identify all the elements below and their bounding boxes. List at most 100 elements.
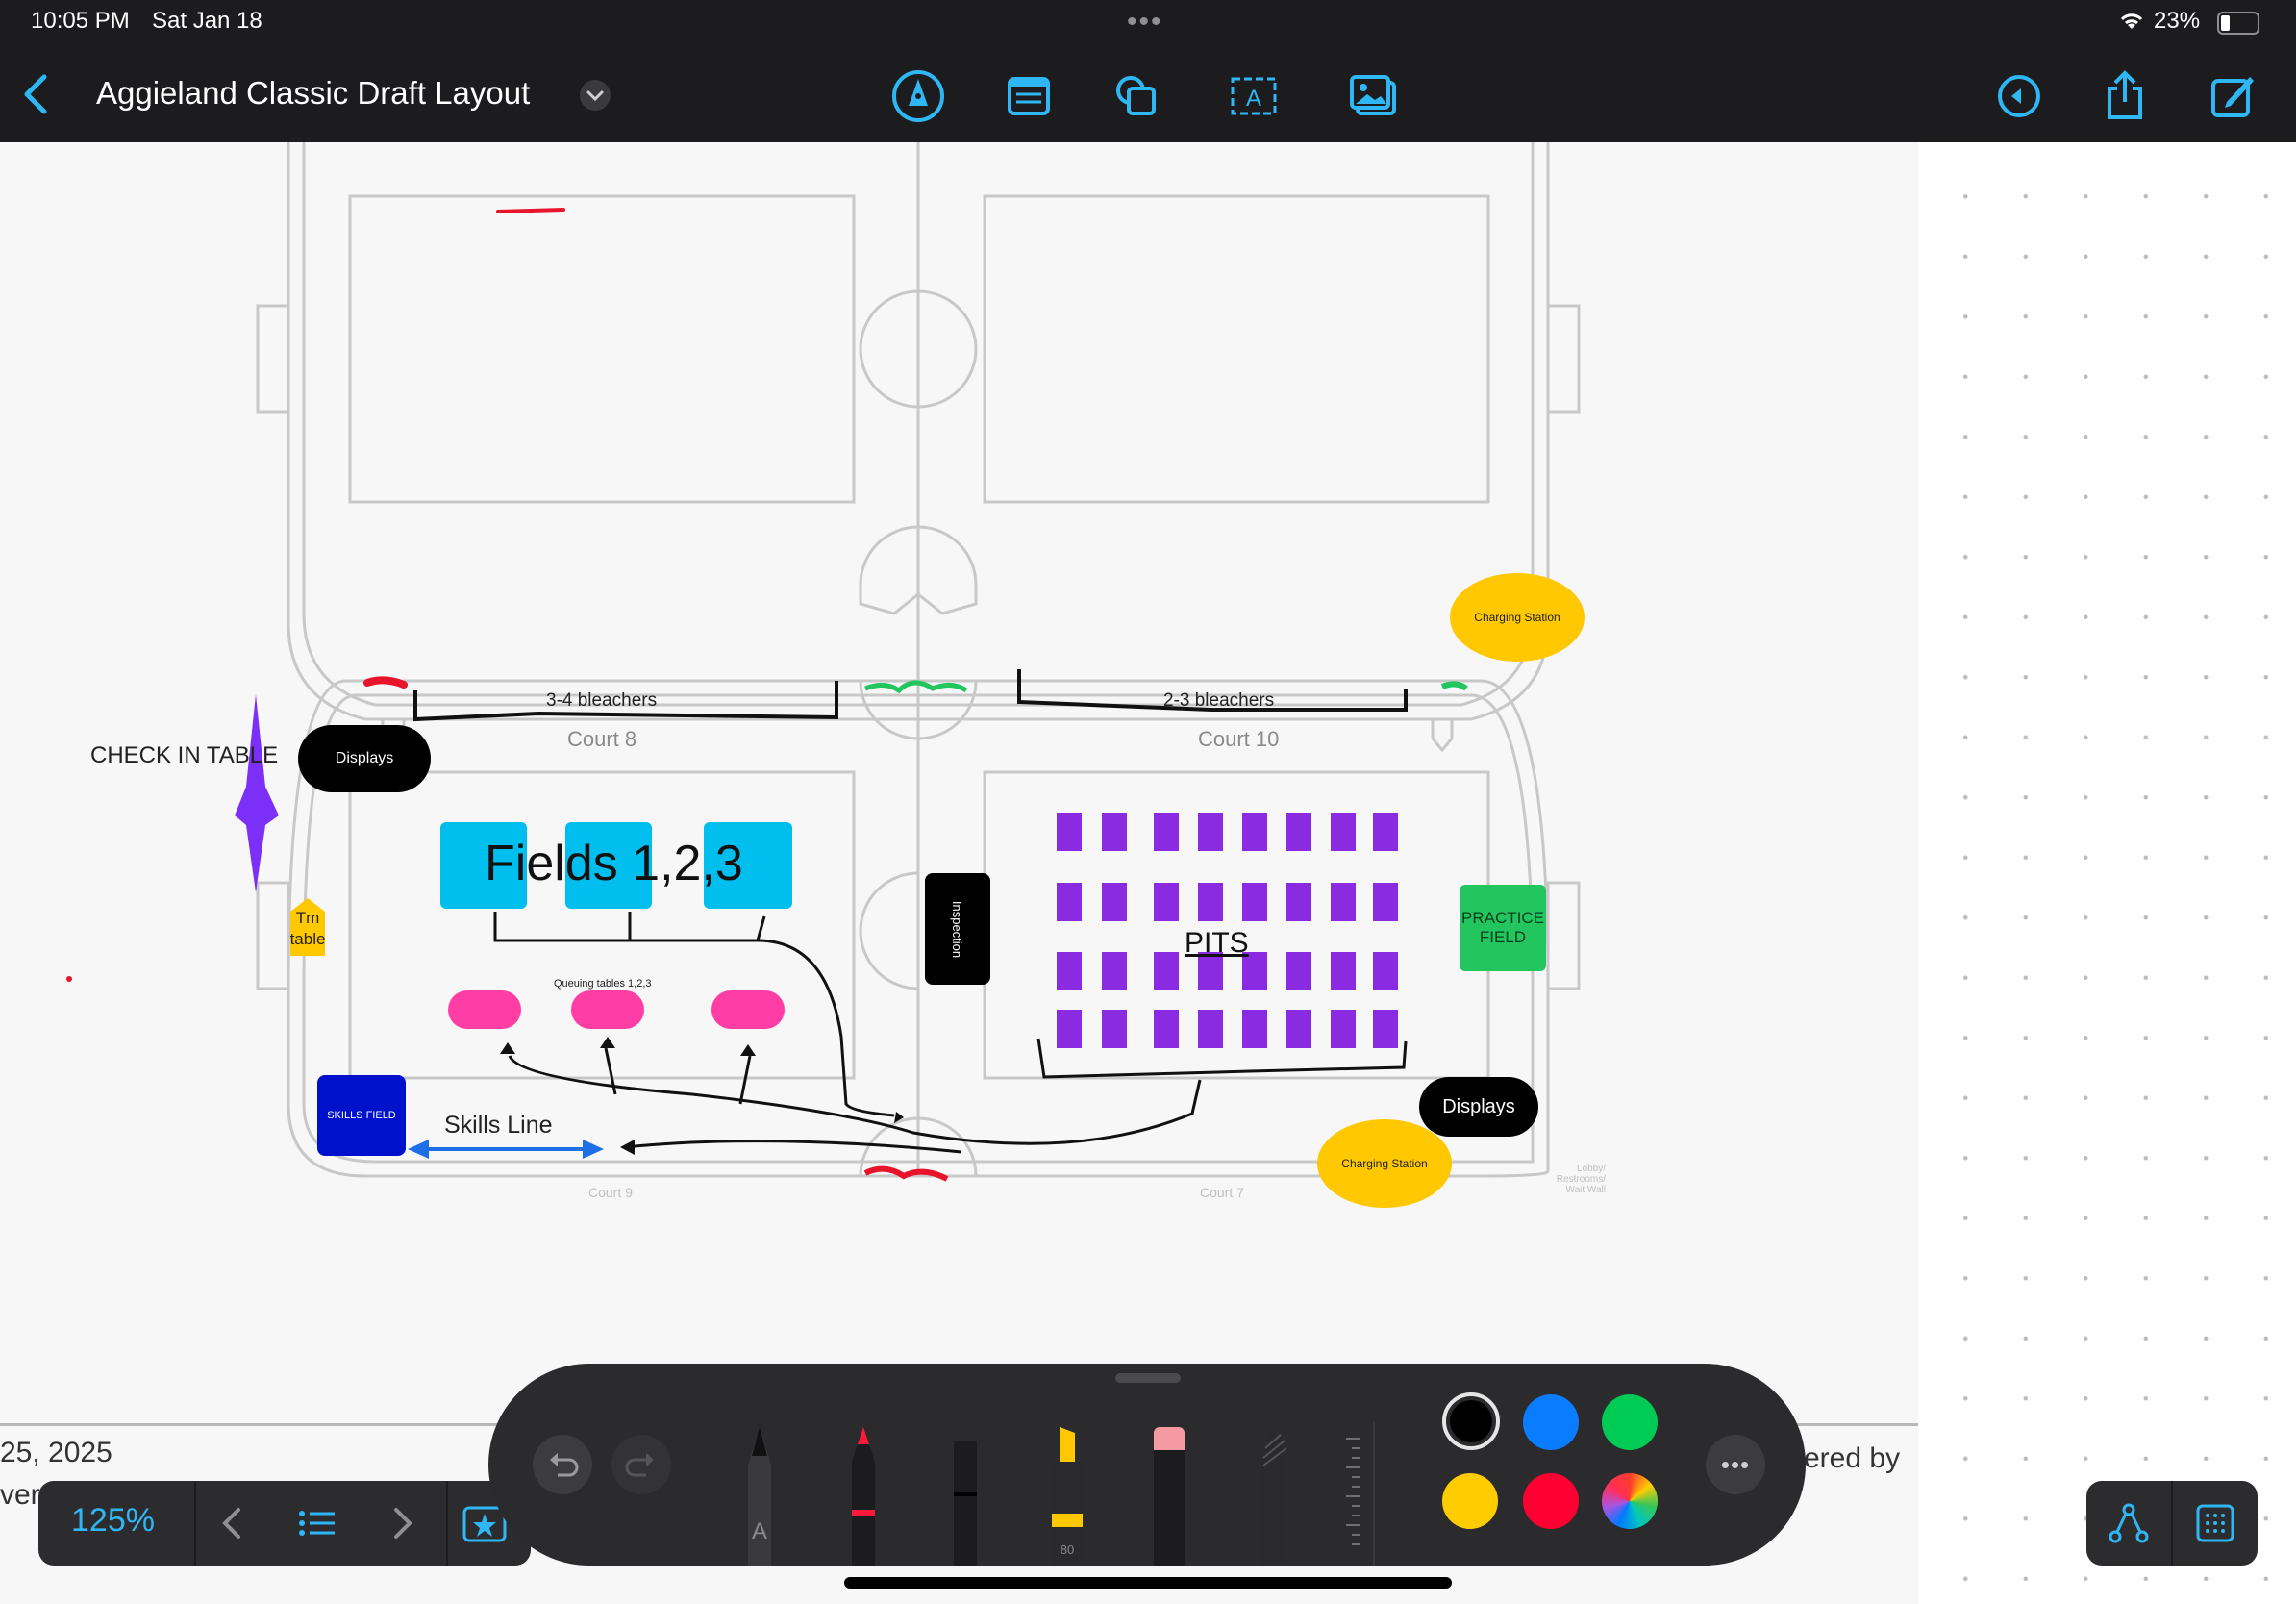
bleachers-right-label[interactable]: 2-3 bleachers xyxy=(1163,690,1275,711)
compose-icon[interactable] xyxy=(2204,67,2261,125)
doc-powered-fragment: ered by xyxy=(1804,1442,1901,1474)
color-yellow-swatch[interactable] xyxy=(1442,1473,1498,1529)
text-box-icon[interactable] xyxy=(1000,67,1058,125)
svg-text:A: A xyxy=(752,1518,767,1544)
back-chevron-icon[interactable] xyxy=(21,73,50,115)
media-icon[interactable] xyxy=(1344,67,1402,125)
pen-nib-icon[interactable] xyxy=(889,67,947,125)
eraser-tool-icon[interactable] xyxy=(1148,1427,1190,1566)
next-page-icon[interactable] xyxy=(388,1506,417,1541)
pit-slot[interactable] xyxy=(1102,883,1127,921)
pit-slot[interactable] xyxy=(1154,883,1179,921)
check-in-label[interactable]: CHECK IN TABLE xyxy=(90,742,279,768)
pit-slot[interactable] xyxy=(1331,1010,1356,1048)
pit-slot[interactable] xyxy=(1286,952,1311,990)
page-list-icon[interactable] xyxy=(298,1508,337,1539)
document-title[interactable]: Aggieland Classic Draft Layout xyxy=(96,75,531,111)
dot-grid-paper[interactable] xyxy=(1918,142,2296,1604)
pit-slot[interactable] xyxy=(1242,1010,1267,1048)
ellipsis-icon: ••• xyxy=(1720,1449,1751,1479)
title-dropdown-icon[interactable] xyxy=(579,79,611,112)
skills-line-label[interactable]: Skills Line xyxy=(444,1112,553,1139)
displays-left-pill[interactable]: Displays xyxy=(298,725,431,792)
practice-field-label: PRACTICE FIELD xyxy=(1461,909,1544,946)
field-2-box[interactable] xyxy=(565,822,652,909)
ruler-tool-icon[interactable] xyxy=(1340,1431,1363,1566)
highlighter-tool-icon[interactable]: 80 xyxy=(1046,1427,1088,1566)
pit-slot[interactable] xyxy=(1154,1010,1179,1048)
color-blue-swatch[interactable] xyxy=(1523,1394,1579,1450)
pits-label[interactable]: PITS xyxy=(1185,927,1249,959)
field-1-box[interactable] xyxy=(440,822,527,909)
lasso-nodes-icon[interactable] xyxy=(2108,1502,2150,1544)
prev-page-icon[interactable] xyxy=(217,1506,246,1541)
bookmark-star-icon[interactable] xyxy=(462,1502,508,1544)
pit-slot[interactable] xyxy=(1242,952,1267,990)
pit-slot[interactable] xyxy=(1057,952,1082,990)
pit-slot[interactable] xyxy=(1286,813,1311,851)
grid-paper-icon[interactable] xyxy=(2194,1502,2236,1544)
fountain-pen-tool-icon[interactable]: A xyxy=(740,1427,779,1566)
charging-station-top[interactable]: Charging Station xyxy=(1450,573,1585,662)
pit-slot[interactable] xyxy=(1102,1010,1127,1048)
queue-table-1[interactable] xyxy=(448,990,521,1029)
wifi-icon xyxy=(2120,13,2143,29)
zoom-level[interactable]: 125% xyxy=(71,1502,155,1539)
pit-slot[interactable] xyxy=(1373,1010,1398,1048)
pit-slot[interactable] xyxy=(1242,883,1267,921)
displays-right-pill[interactable]: Displays xyxy=(1419,1077,1538,1137)
pit-slot[interactable] xyxy=(1198,952,1223,990)
queuing-label[interactable]: Queuing tables 1,2,3 xyxy=(554,978,652,990)
pit-slot[interactable] xyxy=(1102,952,1127,990)
pit-slot[interactable] xyxy=(1198,813,1223,851)
fields-label[interactable]: Fields 1,2,3 xyxy=(485,836,743,891)
pit-slot[interactable] xyxy=(1154,952,1179,990)
tm-table-label[interactable]: Tm table xyxy=(289,909,326,948)
color-black-swatch[interactable] xyxy=(1442,1392,1500,1450)
share-icon[interactable] xyxy=(2096,67,2154,125)
pit-slot[interactable] xyxy=(1286,1010,1311,1048)
divider xyxy=(446,1481,448,1566)
pit-slot[interactable] xyxy=(1331,813,1356,851)
field-3-box[interactable] xyxy=(704,822,792,909)
text-insert-icon[interactable]: A xyxy=(1225,67,1283,125)
status-date: Sat Jan 18 xyxy=(152,8,262,34)
color-green-swatch[interactable] xyxy=(1602,1394,1658,1450)
home-indicator[interactable] xyxy=(844,1577,1452,1589)
pit-slot[interactable] xyxy=(1198,883,1223,921)
fineliner-tool-icon[interactable] xyxy=(946,1402,985,1566)
undo-button[interactable] xyxy=(533,1435,592,1494)
pit-slot[interactable] xyxy=(1286,883,1311,921)
practice-field-box[interactable]: PRACTICE FIELD xyxy=(1460,885,1546,971)
court-10-label: Court 10 xyxy=(1198,727,1280,751)
pit-slot[interactable] xyxy=(1373,813,1398,851)
queue-table-2[interactable] xyxy=(571,990,644,1029)
red-pen-tool-icon[interactable] xyxy=(844,1427,883,1566)
toolbar-grabber[interactable] xyxy=(1115,1373,1181,1383)
pit-slot[interactable] xyxy=(1057,1010,1082,1048)
redo-button[interactable] xyxy=(611,1435,671,1494)
pit-slot[interactable] xyxy=(1198,1010,1223,1048)
pit-slot[interactable] xyxy=(1331,952,1356,990)
skills-field-box[interactable]: SKILLS FIELD xyxy=(317,1075,406,1156)
multitask-dots-icon[interactable]: ••• xyxy=(1127,6,1163,38)
inspection-label: Inspection xyxy=(950,900,965,958)
pit-slot[interactable] xyxy=(1057,813,1082,851)
pit-slot[interactable] xyxy=(1102,813,1127,851)
shapes-icon[interactable] xyxy=(1108,67,1165,125)
bleachers-left-label[interactable]: 3-4 bleachers xyxy=(546,690,658,711)
pattern-pen-tool-icon[interactable] xyxy=(1252,1427,1294,1566)
more-tools-button[interactable]: ••• xyxy=(1706,1435,1765,1494)
pit-slot[interactable] xyxy=(1373,883,1398,921)
inspection-box[interactable]: Inspection xyxy=(925,873,990,985)
pit-slot[interactable] xyxy=(1154,813,1179,851)
color-picker-wheel-icon[interactable] xyxy=(1602,1473,1658,1529)
pit-slot[interactable] xyxy=(1057,883,1082,921)
pit-slot[interactable] xyxy=(1373,952,1398,990)
pit-slot[interactable] xyxy=(1331,883,1356,921)
undo-history-icon[interactable] xyxy=(1990,67,2048,125)
pit-slot[interactable] xyxy=(1242,813,1267,851)
color-red-swatch[interactable] xyxy=(1523,1473,1579,1529)
charging-station-bottom[interactable]: Charging Station xyxy=(1317,1119,1452,1208)
queue-table-3[interactable] xyxy=(711,990,785,1029)
